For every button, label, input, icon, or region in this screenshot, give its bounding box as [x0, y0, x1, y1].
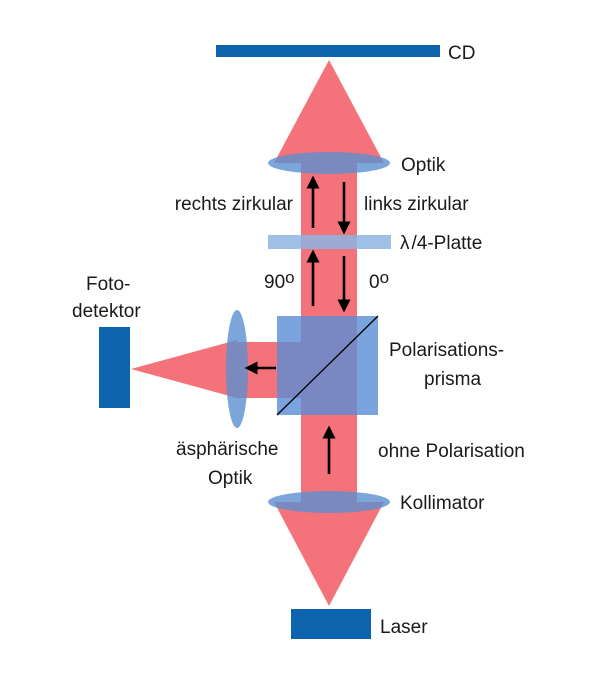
lambda-quarter-plate — [268, 235, 391, 249]
label-kollimator: Kollimator — [400, 493, 485, 514]
lambda-plate-text: /4-Platte — [412, 233, 483, 254]
aspheric-lens — [226, 310, 248, 428]
angle-0-degree-sign: o — [380, 268, 389, 287]
beam-cd-cone — [274, 60, 384, 163]
label-90-degree: 90o — [264, 268, 295, 293]
label-prisma: prisma — [424, 369, 481, 390]
label-laser: Laser — [380, 617, 428, 638]
polarisation-prism — [276, 315, 379, 416]
optik-lens — [268, 152, 390, 174]
angle-90-number: 90 — [264, 272, 285, 293]
label-aspherische: äsphärische — [176, 439, 278, 460]
label-rechts-zirkular: rechts zirkular — [175, 194, 294, 215]
beam-detector-cone — [131, 340, 237, 398]
label-links-zirkular: links zirkular — [364, 194, 469, 215]
angle-90-degree-sign: o — [285, 268, 294, 287]
label-cd: CD — [448, 43, 475, 64]
collimator-lens — [268, 491, 390, 513]
beam-laser-cone — [274, 502, 384, 606]
label-detektor: detektor — [72, 301, 141, 322]
label-0-degree: 0o — [369, 268, 389, 293]
laser-source — [291, 609, 371, 639]
label-foto: Foto- — [86, 274, 130, 295]
angle-0-number: 0 — [369, 272, 380, 293]
label-lambda-plate: λ/4-Platte — [400, 233, 482, 254]
label-aspherische-optik: Optik — [208, 468, 253, 489]
label-polarisations: Polarisations- — [389, 340, 504, 361]
cd-disc — [216, 45, 440, 57]
label-optik: Optik — [401, 155, 446, 176]
photodetector — [99, 327, 130, 408]
label-ohne-polarisation: ohne Polarisation — [378, 441, 525, 462]
lambda-symbol: λ — [400, 233, 410, 254]
